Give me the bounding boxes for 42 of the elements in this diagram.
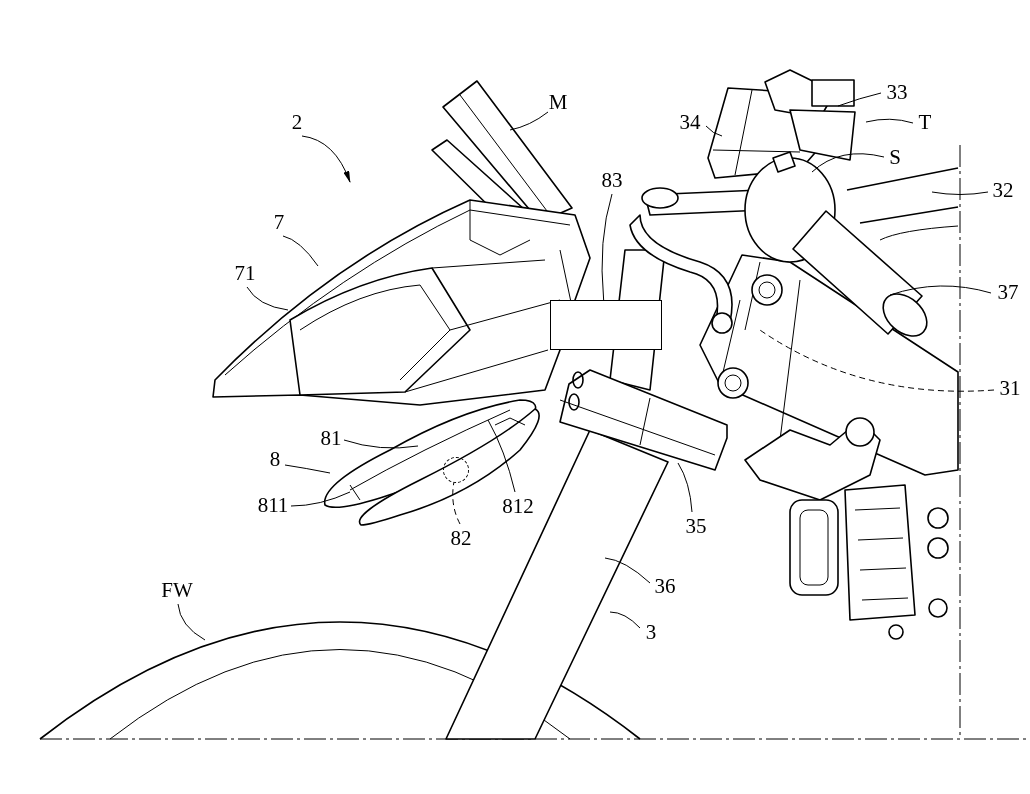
reference-numeral: 32 [992, 179, 1014, 201]
reference-numeral: FW [161, 579, 193, 601]
leader-line [609, 611, 641, 629]
leader-line [601, 193, 613, 301]
leader-line [246, 286, 289, 311]
leader-line [865, 118, 914, 124]
leader-line [343, 439, 419, 449]
reference-numeral: 31 [999, 377, 1021, 399]
reference-numeral: M [548, 91, 568, 113]
leader-line [677, 462, 693, 513]
leader-line [177, 603, 206, 641]
reference-numeral: 36 [654, 575, 676, 597]
reference-numeral: 33 [886, 81, 908, 103]
reference-numeral: 812 [502, 495, 534, 517]
reference-numeral: S [889, 146, 901, 168]
reference-numeral: 71 [234, 262, 256, 284]
reference-numeral: T [918, 111, 932, 133]
reference-numeral: 34 [679, 111, 701, 133]
leader-line [282, 235, 319, 267]
reference-numeral: 81 [320, 427, 342, 449]
leader-line [604, 557, 651, 584]
leader-line [811, 153, 885, 173]
reference-numeral: 37 [997, 281, 1019, 303]
leader-line [284, 464, 331, 474]
leader-line [509, 111, 549, 131]
leader-line [452, 482, 461, 525]
reference-numeral: 811 [257, 494, 289, 516]
leader-line [889, 285, 992, 296]
reference-numeral: 82 [450, 527, 472, 549]
reference-numeral: 3 [645, 621, 657, 643]
reference-numeral: 7 [273, 211, 285, 233]
reference-numeral: 35 [685, 515, 707, 537]
leader-line [487, 419, 516, 493]
leader-line [931, 191, 989, 195]
reference-numeral: 2 [291, 111, 303, 133]
leader-line [705, 125, 723, 137]
leader-arrow [301, 135, 351, 183]
part-block [550, 300, 662, 350]
leader-line [837, 92, 882, 107]
leader-line [290, 491, 351, 507]
reference-numeral: 83 [601, 169, 623, 191]
reference-numeral: 8 [269, 448, 281, 470]
